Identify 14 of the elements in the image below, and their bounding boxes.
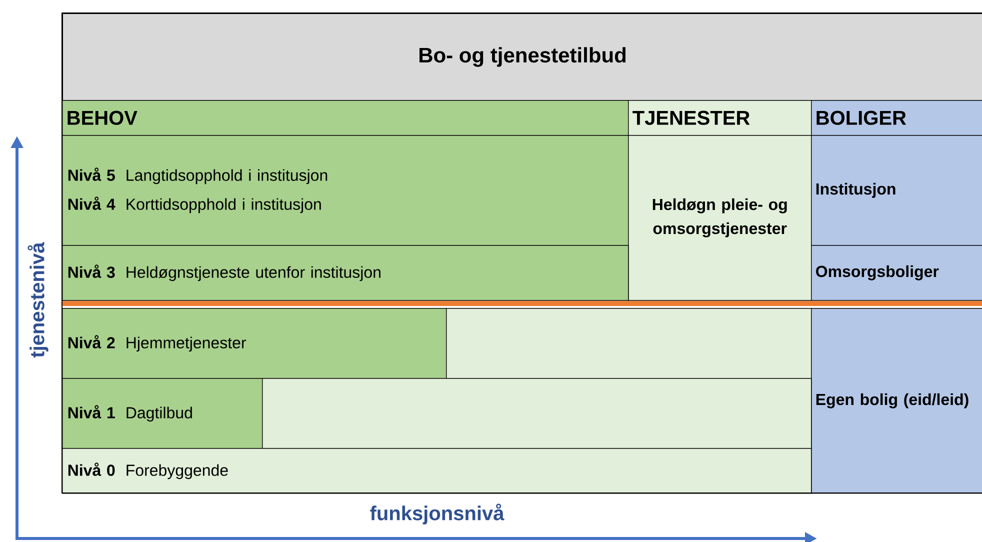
title-band: Bo- og tjenestetilbud bbox=[62, 13, 982, 101]
level-cell: Nivå 0 Forebyggende bbox=[62, 448, 812, 494]
level-cell: Nivå 3 Heldøgnstjeneste utenfor institusjon bbox=[62, 245, 629, 301]
housing-cell: Egen bolig (eid/leid) bbox=[811, 308, 982, 494]
column-header: BOLIGER bbox=[811, 100, 982, 136]
housing-cell: Omsorgsboliger bbox=[811, 245, 982, 301]
node-label: Institusjon bbox=[816, 182, 896, 198]
level-cell: Nivå 2 Hjemmetjenester bbox=[62, 308, 447, 379]
axis-label: funksjonsnivå bbox=[370, 504, 504, 524]
axis-label: tjenestenivå bbox=[28, 242, 48, 358]
node-label: BOLIGER bbox=[816, 110, 906, 125]
level-cell: Nivå 1 Dagtilbud bbox=[62, 378, 263, 449]
column-header: TJENESTER bbox=[628, 100, 812, 136]
column-header: BEHOV bbox=[62, 100, 629, 136]
